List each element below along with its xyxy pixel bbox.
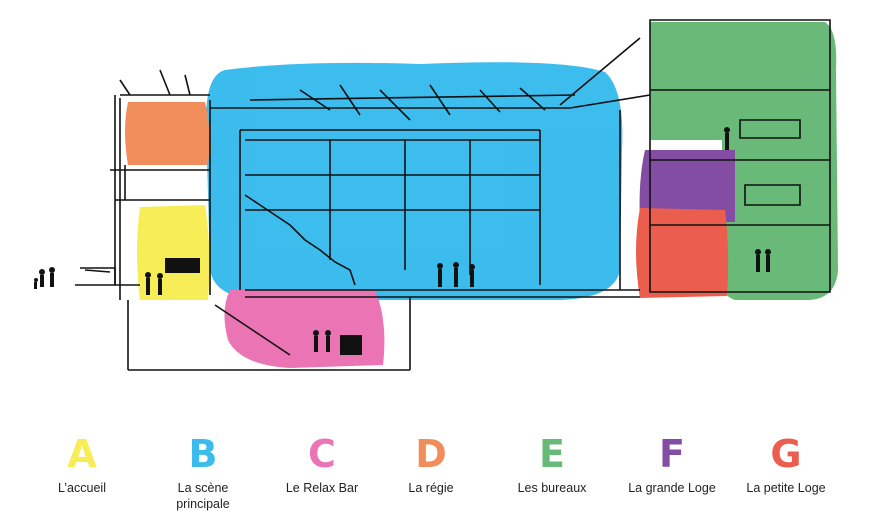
- zone-b-scene-principale: [206, 62, 623, 301]
- legend-item-bureaux: E Les bureaux: [492, 432, 612, 496]
- building-cross-section: [34, 19, 838, 371]
- zone-d-regie: [125, 102, 210, 165]
- zone-g-petite-loge: [636, 208, 729, 298]
- legend-item-regie: D La régie: [371, 432, 491, 496]
- people: [34, 127, 771, 355]
- legend-label: La scène principale: [176, 481, 230, 511]
- legend-label: Les bureaux: [517, 481, 587, 495]
- legend-label: La petite Loge: [746, 481, 826, 495]
- legend-letter: D: [415, 432, 447, 476]
- zone-c-relax-bar: [224, 290, 385, 368]
- legend-label: La régie: [408, 481, 454, 495]
- legend-item-relax-bar: C Le Relax Bar: [262, 432, 382, 496]
- line-art: [75, 19, 831, 371]
- legend-item-accueil: A L’accueil: [22, 432, 142, 496]
- zone-e-bureaux: [650, 22, 838, 300]
- legend-letter: E: [539, 432, 565, 476]
- legend-item-scene-principale: B La scène principale: [143, 432, 263, 512]
- legend-letter: A: [67, 432, 97, 476]
- zone-a-accueil: [137, 205, 210, 300]
- legend-letter: F: [659, 432, 685, 476]
- legend-letter: G: [770, 432, 802, 476]
- legend-letter: C: [308, 432, 336, 476]
- legend-label: La grande Loge: [628, 481, 716, 495]
- legend-item-grande-loge: F La grande Loge: [612, 432, 732, 496]
- legend-item-petite-loge: G La petite Loge: [726, 432, 846, 496]
- legend-label: L’accueil: [58, 481, 106, 495]
- zone-f-grande-loge: [639, 150, 735, 222]
- legend-label: Le Relax Bar: [285, 481, 359, 495]
- legend-letter: B: [188, 432, 218, 476]
